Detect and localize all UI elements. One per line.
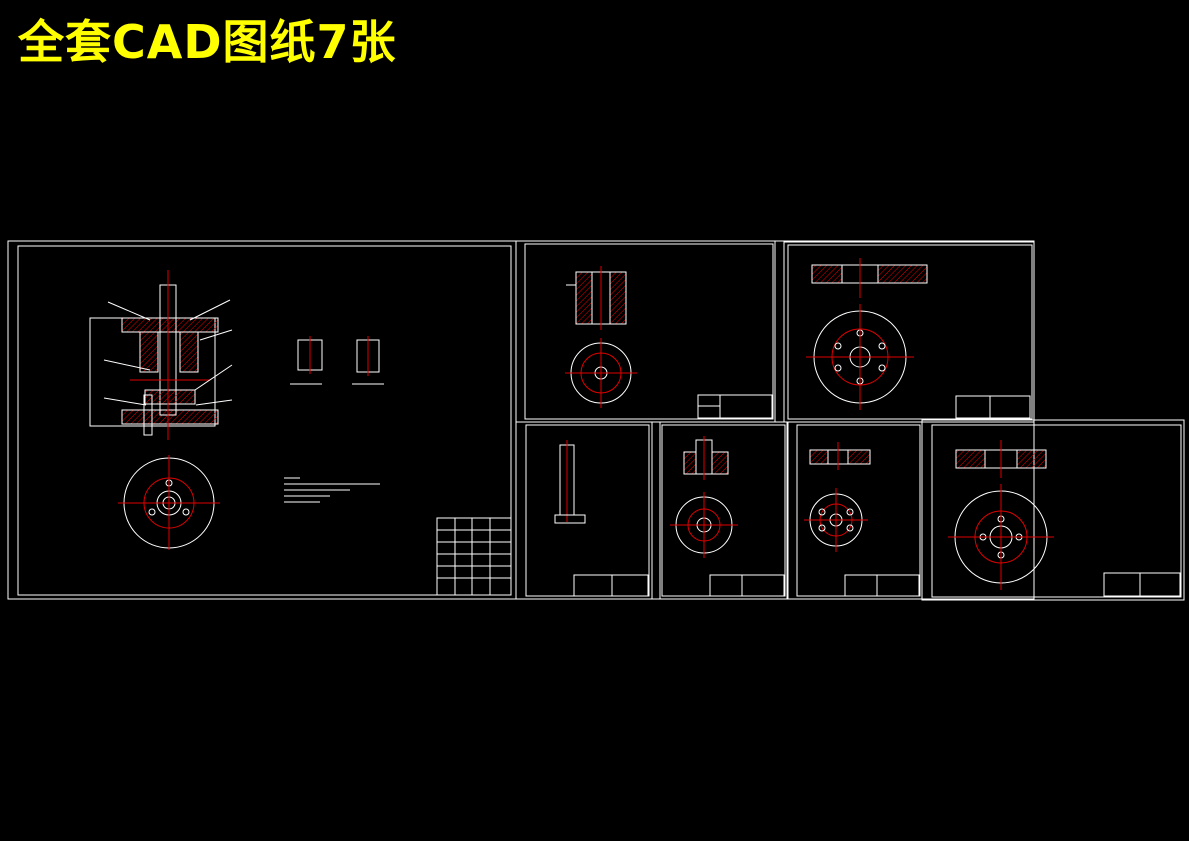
assembly-section-view: [89, 270, 233, 440]
part-drawing-sheet-3[interactable]: [783, 241, 1035, 423]
technical-requirements: [284, 477, 380, 503]
part-drawing-sheet-6[interactable]: [787, 421, 923, 600]
assembly-title-block: [436, 517, 512, 596]
part-drawing-sheet-4[interactable]: [515, 421, 653, 600]
assembly-drawing-sheet[interactable]: [7, 240, 517, 600]
part-drawing-sheet-5[interactable]: [659, 421, 788, 600]
part-drawing-sheet-2[interactable]: [515, 240, 776, 423]
page-title: 全套CAD图纸7张: [18, 15, 397, 69]
part-drawing-sheet-7[interactable]: [921, 419, 1185, 601]
assembly-plan-view: [118, 455, 220, 550]
